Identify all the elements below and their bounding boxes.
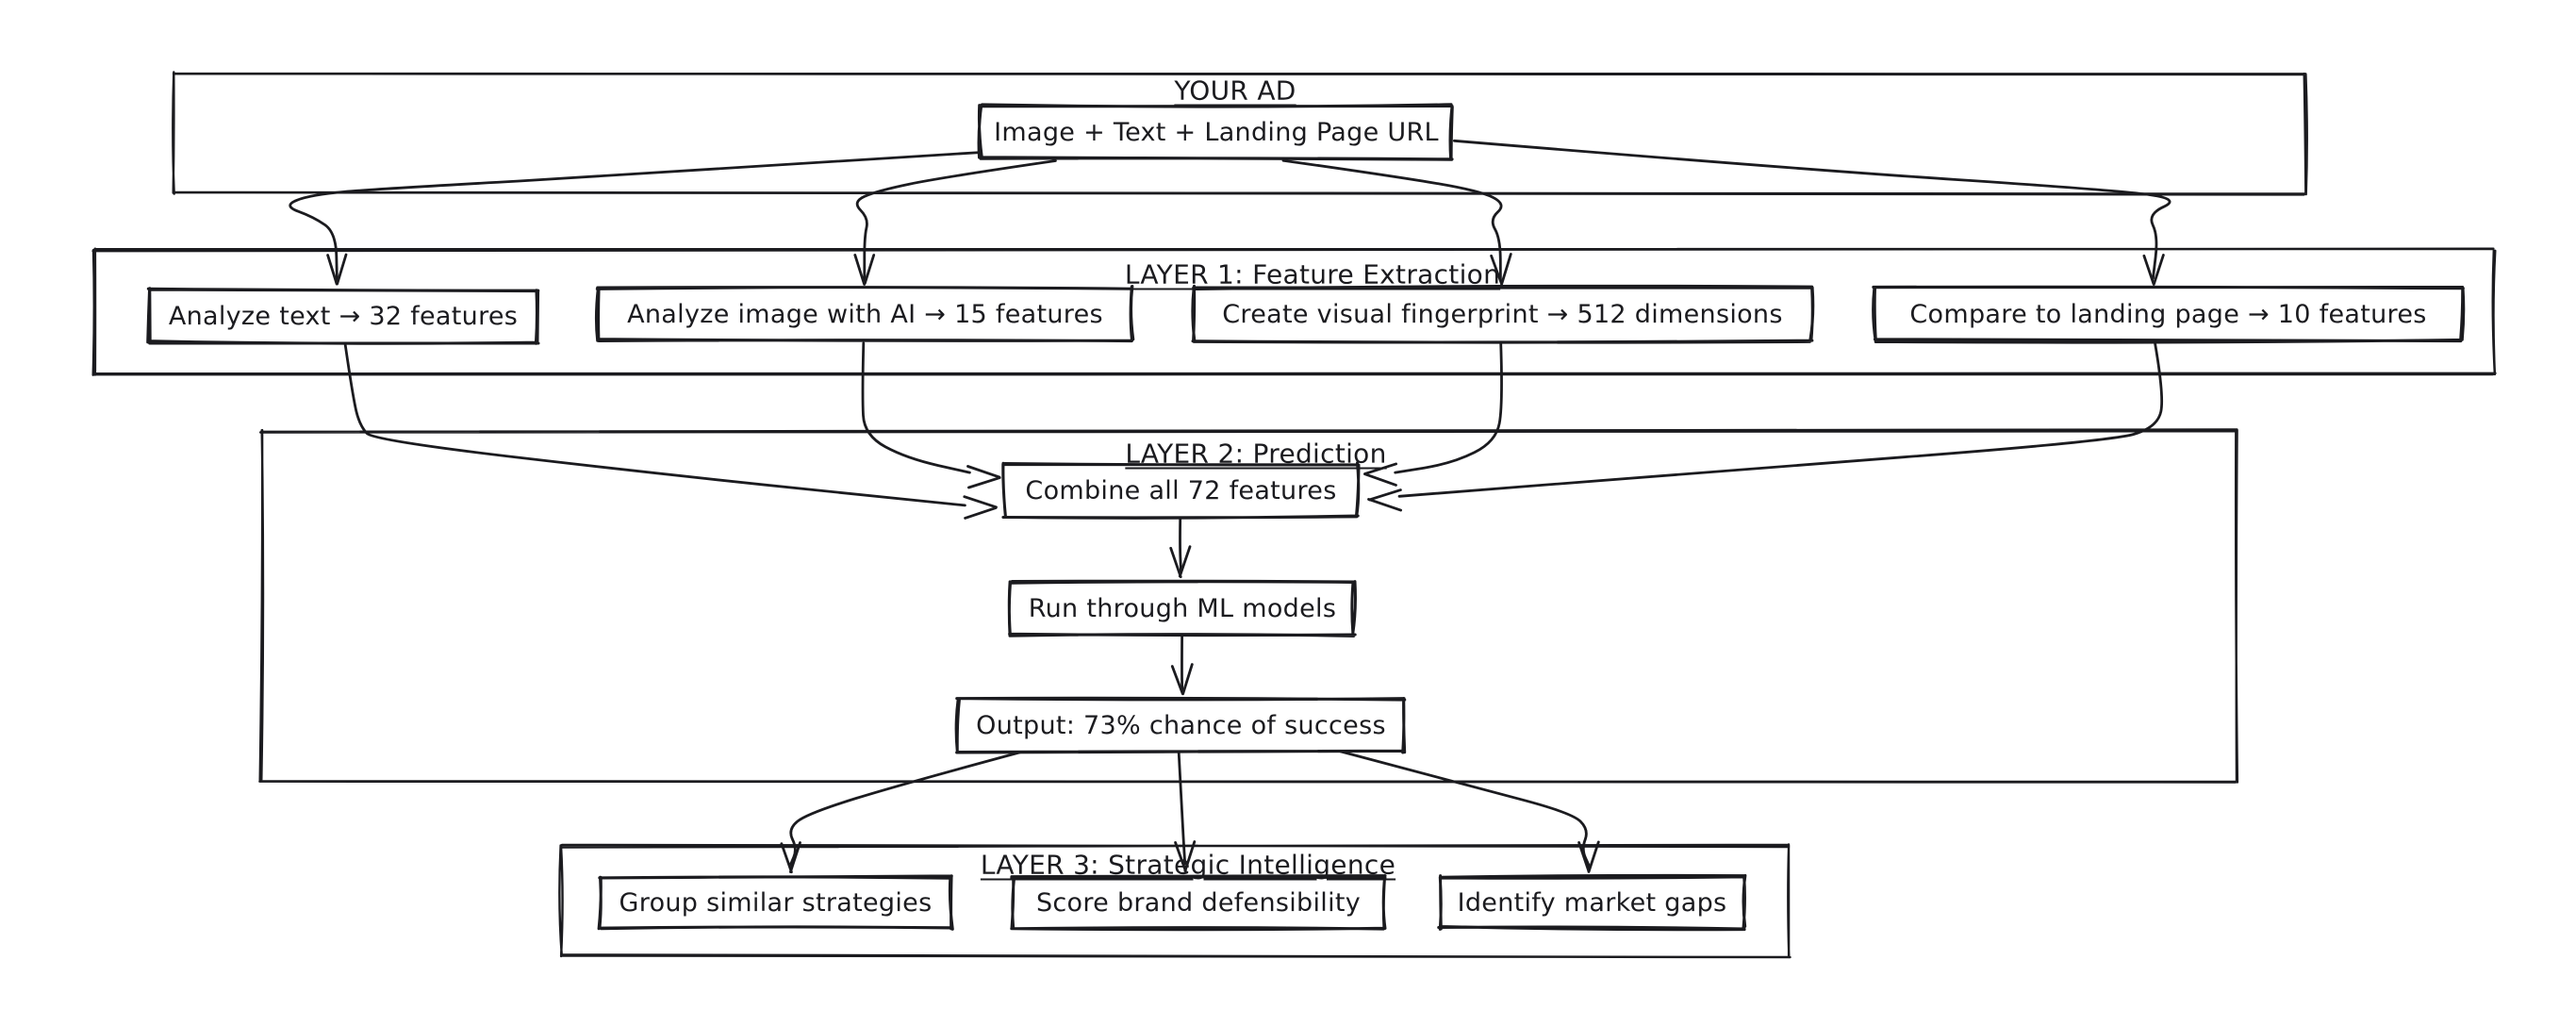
arrowhead (1577, 841, 1591, 872)
rect-output-success (954, 696, 1407, 754)
node-label: Group similar strategies (619, 887, 933, 918)
node-label: Score brand defensibility (1035, 887, 1362, 918)
arrowhead (1587, 840, 1600, 873)
node-identify-gaps: Identify market gaps (1440, 877, 1744, 928)
your-ad-title: YOUR AD (1174, 74, 1296, 107)
rect-identify-gaps (1437, 873, 1747, 932)
node-label: Analyze text → 32 features (168, 301, 519, 331)
node-label: Run through ML models (1028, 593, 1337, 623)
node-analyze-text: Analyze text → 32 features (149, 290, 537, 342)
rect-analyze-text (146, 287, 540, 345)
arrowhead (789, 841, 801, 873)
arrowhead (336, 253, 348, 286)
rect-ad-input (977, 103, 1454, 161)
rect-ad-input-fill (981, 106, 1452, 158)
rect-analyze-image-fill (598, 288, 1132, 340)
rect-run-ml-models (1007, 579, 1357, 637)
arrow-output-to-group (788, 749, 1030, 867)
rect-compare-landing-page-fill (1874, 288, 2462, 340)
rect-visual-fingerprint (1191, 284, 1815, 344)
node-visual-fingerprint: Create visual fingerprint → 512 dimensio… (1194, 288, 1811, 340)
arrow-landing-to-combine (1397, 340, 2164, 498)
layer1-title: LAYER 1: Feature Extraction (1124, 258, 1501, 290)
node-ad-input: Image + Text + Landing Page URL (981, 106, 1452, 158)
container-your-ad (172, 71, 2308, 196)
node-combine-features: Combine all 72 features (1004, 464, 1358, 517)
arrow-fingerprint-to-combine (1394, 341, 1503, 474)
rect-score-defensibility-fill (1013, 877, 1384, 928)
rect-group-strategies (597, 874, 954, 931)
node-score-defensibility: Score brand defensibility (1013, 877, 1384, 928)
arrowhead (1174, 841, 1187, 873)
arrowhead (1178, 545, 1192, 578)
rect-score-defensibility (1010, 874, 1387, 932)
arrowhead (966, 465, 1001, 479)
arrowhead (2152, 254, 2165, 286)
arrowhead (1490, 254, 1503, 286)
arrow-combine-to-ml (1179, 517, 1182, 572)
arrowhead (1363, 462, 1397, 475)
arrow-ad-to-analyze-text (289, 151, 983, 281)
arrowhead (1183, 840, 1197, 872)
node-label: Create visual fingerprint → 512 dimensio… (1222, 299, 1783, 329)
rect-analyze-text-fill (149, 290, 537, 342)
arrowhead (780, 842, 793, 874)
container-layer1 (91, 247, 2497, 376)
node-run-ml-models: Run through ML models (1011, 582, 1354, 635)
rect-combine-features-fill (1004, 464, 1358, 517)
arrowhead (963, 495, 998, 509)
node-label: Compare to landing page → 10 features (1909, 299, 2427, 329)
rect-compare-landing-page (1872, 285, 2466, 344)
arrow-output-to-gaps (1332, 748, 1591, 868)
node-label: Analyze image with AI → 15 features (627, 299, 1103, 329)
rect-identify-gaps-fill (1440, 877, 1744, 928)
rect-visual-fingerprint-fill (1194, 288, 1811, 340)
arrowhead (853, 254, 866, 286)
arrowhead (863, 254, 876, 285)
arrow-ad-to-landing-compare (1452, 139, 2171, 280)
arrow-output-to-score (1177, 748, 1187, 866)
arrow-analyze-image-to-combine (861, 341, 971, 474)
arrowhead (967, 476, 1001, 489)
arrowhead (1367, 498, 1402, 512)
arrowhead (2142, 254, 2155, 286)
node-compare-landing-page: Compare to landing page → 10 features (1874, 288, 2462, 340)
node-label: Output: 73% chance of success (976, 710, 1386, 740)
node-label: Image + Text + Landing Page URL (994, 117, 1439, 147)
arrow-ad-to-visual-fingerprint (1281, 158, 1503, 281)
node-group-strategies: Group similar strategies (600, 877, 951, 928)
arrow-analyze-text-to-combine (343, 343, 966, 507)
arrowhead (1170, 665, 1184, 695)
node-label: Combine all 72 features (1025, 475, 1337, 505)
arrowhead (326, 254, 339, 286)
arrowhead (1181, 663, 1194, 696)
node-output-success: Output: 73% chance of success (958, 699, 1404, 752)
rect-run-ml-models-fill (1011, 582, 1354, 635)
arrowhead (1368, 488, 1402, 502)
arrow-ad-to-analyze-image (855, 159, 1057, 281)
rect-group-strategies-fill (600, 877, 951, 928)
node-label: Identify market gaps (1457, 887, 1727, 918)
layer2-title: LAYER 2: Prediction (1125, 438, 1387, 470)
rect-output-success-fill (958, 699, 1404, 752)
node-analyze-image: Analyze image with AI → 15 features (598, 288, 1132, 340)
arrowhead (1169, 546, 1182, 579)
rect-combine-features (1001, 461, 1361, 520)
rect-analyze-image (594, 285, 1135, 343)
layer3-title: LAYER 3: Strategic Intelligence (980, 849, 1396, 881)
arrowhead (964, 506, 998, 520)
arrowhead (1363, 472, 1397, 487)
arrowhead (1500, 253, 1512, 286)
